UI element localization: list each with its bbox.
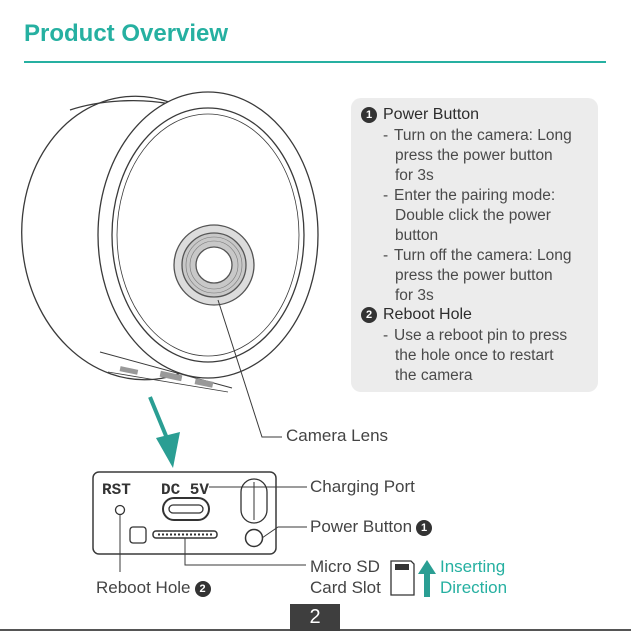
number-badge: 1 <box>416 520 433 536</box>
item-line: press the power button <box>395 147 553 164</box>
item-line: the hole once to restart <box>395 347 554 364</box>
item-line: Use a reboot pin to press <box>394 327 568 344</box>
sd-slot-guide-icon <box>129 526 147 544</box>
power-item-turn-off: - Turn off the camera: Long press the po… <box>383 247 572 304</box>
bottom-panel: RST DC 5V <box>92 471 277 555</box>
power-item-pairing: - Enter the pairing mode: Double click t… <box>383 187 556 244</box>
item-line: press the power button <box>395 267 553 284</box>
item-line: the camera <box>395 367 473 384</box>
dc-label: DC 5V <box>161 481 209 499</box>
item-line: Enter the pairing mode: <box>394 187 556 204</box>
item-line: for 3s <box>395 287 434 304</box>
micro-sd-leader <box>184 538 306 566</box>
section-heading-text: Power Button <box>383 106 480 123</box>
camera-lens-label: Camera Lens <box>286 426 389 445</box>
item-line: Turn off the camera: Long <box>394 247 572 264</box>
rst-label: RST <box>102 481 131 499</box>
reboot-hole-heading: 2 Reboot Hole <box>361 306 472 324</box>
micro-sd-label-line1: Micro SD <box>310 557 380 576</box>
item-line: Turn on the camera: Long <box>394 127 572 144</box>
item-line: button <box>395 227 439 244</box>
item-line: Double click the power <box>395 207 551 224</box>
micro-sd-label-line2: Card Slot <box>310 578 381 597</box>
charging-port-label: Charging Port <box>310 477 415 496</box>
title-underline <box>24 61 606 63</box>
inserting-arrow-icon <box>418 560 436 597</box>
info-box: 1 Power Button - Turn on the camera: Long… <box>351 98 598 392</box>
number-badge: 1 <box>361 107 377 123</box>
inserting-direction-line2: Direction <box>440 578 508 597</box>
power-button-heading: 1 Power Button <box>361 106 479 124</box>
number-badge: 2 <box>361 307 377 323</box>
section-heading-text: Reboot Hole <box>383 306 472 323</box>
power-button-leader <box>261 526 307 539</box>
number-badge: 2 <box>194 581 211 597</box>
power-button-label-text: Power Button <box>310 517 413 536</box>
item-line: for 3s <box>395 167 434 184</box>
reboot-hole-icon <box>114 504 126 516</box>
power-item-turn-on: - Turn on the camera: Long press the pow… <box>383 127 572 184</box>
camera-body <box>21 91 319 393</box>
inserting-direction-line1: Inserting <box>440 557 506 576</box>
page-title: Product Overview <box>24 20 229 47</box>
power-button-icon <box>244 528 264 548</box>
page-number: 2 <box>290 604 340 631</box>
camera-lens-leader <box>217 299 282 438</box>
zoom-arrow <box>148 396 180 468</box>
reboot-hole-label-text: Reboot Hole <box>96 578 191 597</box>
sd-card-icon <box>390 560 415 596</box>
reboot-item: - Use a reboot pin to press the hole onc… <box>383 327 568 384</box>
